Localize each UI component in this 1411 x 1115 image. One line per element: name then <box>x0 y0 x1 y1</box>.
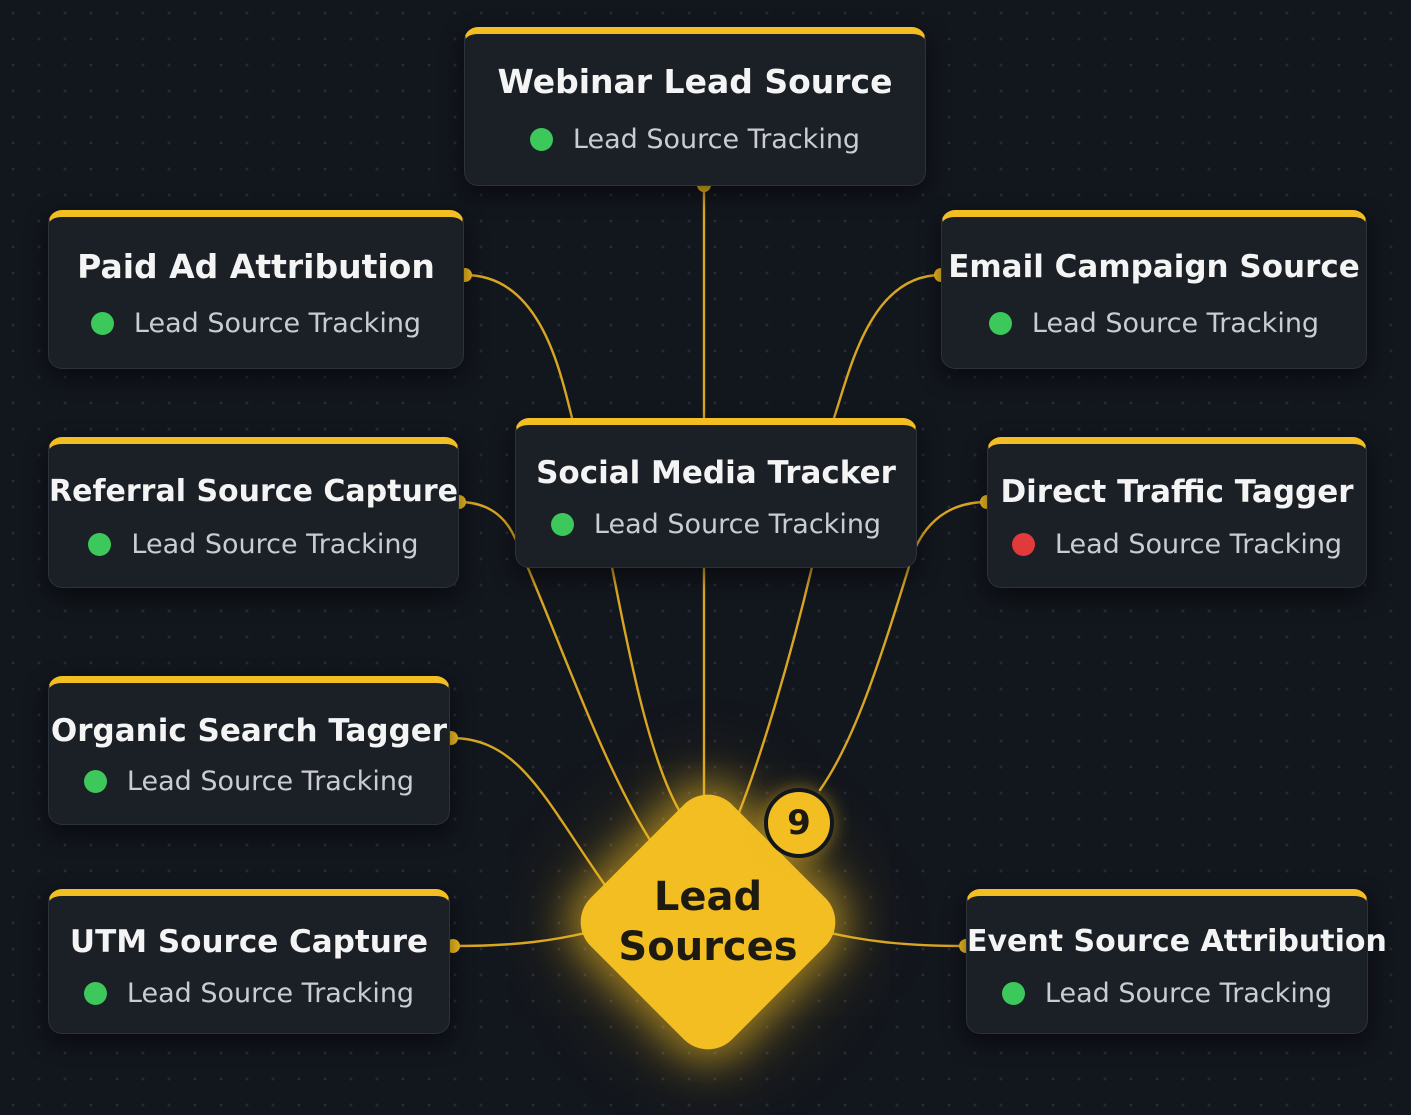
status-dot-ok-icon <box>83 770 107 793</box>
connector-email <box>832 273 943 420</box>
connector-referral <box>457 500 652 842</box>
connector-utm <box>451 930 592 948</box>
node-referral-source-capture[interactable]: Referral Source Capture Lead Source Trac… <box>48 437 459 588</box>
status-label: Lead Source Tracking <box>572 124 861 155</box>
connector-direct <box>818 500 989 792</box>
node-title: Webinar Lead Source <box>497 62 893 101</box>
status-label: Lead Source Tracking <box>1044 978 1333 1009</box>
status-label: Lead Source Tracking <box>1031 308 1320 339</box>
node-event-source-attribution[interactable]: Event Source Attribution Lead Source Tra… <box>966 889 1387 1034</box>
node-status: Lead Source Tracking <box>967 978 1367 1009</box>
hub-label-line-1: Lead <box>653 874 763 920</box>
node-status: Lead Source Tracking <box>49 978 449 1009</box>
node-title: Email Campaign Source <box>948 249 1360 285</box>
node-organic-search-tagger[interactable]: Organic Search Tagger Lead Source Tracki… <box>48 676 450 825</box>
status-dot-error-icon <box>1011 533 1035 556</box>
node-title: Direct Traffic Tagger <box>1000 474 1354 510</box>
status-label: Lead Source Tracking <box>1054 529 1343 560</box>
status-label: Lead Source Tracking <box>131 529 419 560</box>
node-utm-source-capture[interactable]: UTM Source Capture Lead Source Tracking <box>48 889 450 1034</box>
node-status: Lead Source Tracking <box>942 308 1366 339</box>
node-title: Organic Search Tagger <box>50 713 448 749</box>
status-label: Lead Source Tracking <box>126 978 415 1009</box>
node-status: Lead Source Tracking <box>49 766 449 797</box>
node-email-campaign-source[interactable]: Email Campaign Source Lead Source Tracki… <box>941 210 1367 369</box>
node-title: Event Source Attribution <box>967 924 1387 959</box>
node-status: Lead Source Tracking <box>49 308 463 339</box>
node-status: Lead Source Tracking <box>49 529 458 560</box>
connector-paid-ad <box>463 273 574 420</box>
hub-label: Lead Sources <box>590 872 826 972</box>
source-count-badge: 9 <box>764 788 834 858</box>
node-paid-ad-attribution[interactable]: Paid Ad Attribution Lead Source Tracking <box>48 210 464 369</box>
hub-label-line-2: Sources <box>618 924 798 970</box>
node-title: UTM Source Capture <box>69 924 429 960</box>
node-title: Paid Ad Attribution <box>77 247 435 286</box>
node-title: Social Media Tracker <box>536 455 896 491</box>
node-social-media-tracker[interactable]: Social Media Tracker Lead Source Trackin… <box>515 418 917 568</box>
node-status: Lead Source Tracking <box>988 529 1366 560</box>
connector-social-1 <box>610 565 682 814</box>
status-dot-ok-icon <box>83 982 107 1005</box>
node-title: Referral Source Capture <box>49 474 458 509</box>
node-status: Lead Source Tracking <box>516 509 916 540</box>
status-dot-ok-icon <box>550 513 574 536</box>
connector-event <box>824 930 968 948</box>
status-label: Lead Source Tracking <box>126 766 415 797</box>
status-label: Lead Source Tracking <box>593 509 882 540</box>
status-dot-ok-icon <box>529 128 553 151</box>
node-status: Lead Source Tracking <box>465 124 925 155</box>
connector-organic <box>449 736 607 887</box>
status-dot-ok-icon <box>988 312 1012 335</box>
node-webinar-lead-source[interactable]: Webinar Lead Source Lead Source Tracking <box>464 27 926 186</box>
status-dot-ok-icon <box>90 312 114 335</box>
node-direct-traffic-tagger[interactable]: Direct Traffic Tagger Lead Source Tracki… <box>987 437 1367 588</box>
status-dot-ok-icon <box>88 533 112 556</box>
status-dot-ok-icon <box>1001 982 1025 1005</box>
status-label: Lead Source Tracking <box>133 308 422 339</box>
connector-social-3 <box>736 565 814 817</box>
